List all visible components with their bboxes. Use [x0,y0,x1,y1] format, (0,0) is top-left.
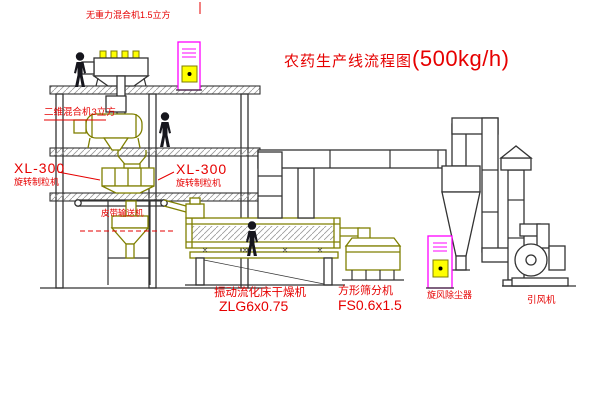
cyclone-separator [441,117,517,271]
dryer-inlet [185,203,205,219]
feed-hopper [80,200,176,285]
label-fan: 引风机 [527,295,556,306]
induced-draft-fan [502,223,576,287]
label-sieve-name: 方形筛分机 [338,285,393,297]
rotary-granulator [101,163,155,194]
fluid-bed-dryer [185,197,345,286]
spring-mounts [202,247,323,253]
worker-figure-floor2 [159,112,171,147]
label-granulator-center-model: XL-300 [176,161,228,177]
label-granulator-left-model: XL-300 [14,160,66,176]
fan-motor [548,245,566,271]
label-gravity-free-mixer: 无重力混合机1.5立方 [86,10,171,20]
label-leader-lines [44,2,201,181]
label-dryer-name: 振动流化床干燥机 [214,287,306,299]
label-belt-conveyor: 皮带输送机 [101,208,144,218]
control-cabinet-top [176,41,202,91]
label-2d-mixer: 二维混合机3立方 [44,107,116,118]
label-sieve-model: FS0.6x1.5 [338,297,402,313]
control-cabinet-bottom [426,235,454,289]
square-sieve [340,227,404,281]
building-structure [40,85,268,289]
title-capacity: (500kg/h) [412,46,510,71]
label-granulator-center-name: 旋转制粒机 [176,178,222,188]
exhaust-duct [257,149,447,219]
label-dryer-model: ZLG6x0.75 [219,298,289,314]
worker-figure-roof [74,52,86,87]
label-granulator-left-name: 旋转制粒机 [14,177,60,187]
title-text: 农药生产线流程图 [284,53,413,70]
downcomer-pipe [481,117,499,253]
drawing-title: 农药生产线流程图 (500kg/h) [284,46,509,72]
two-dimensional-mixer [73,95,143,151]
rotary-valve [105,95,127,113]
label-cyclone: 旋风除尘器 [427,290,473,300]
